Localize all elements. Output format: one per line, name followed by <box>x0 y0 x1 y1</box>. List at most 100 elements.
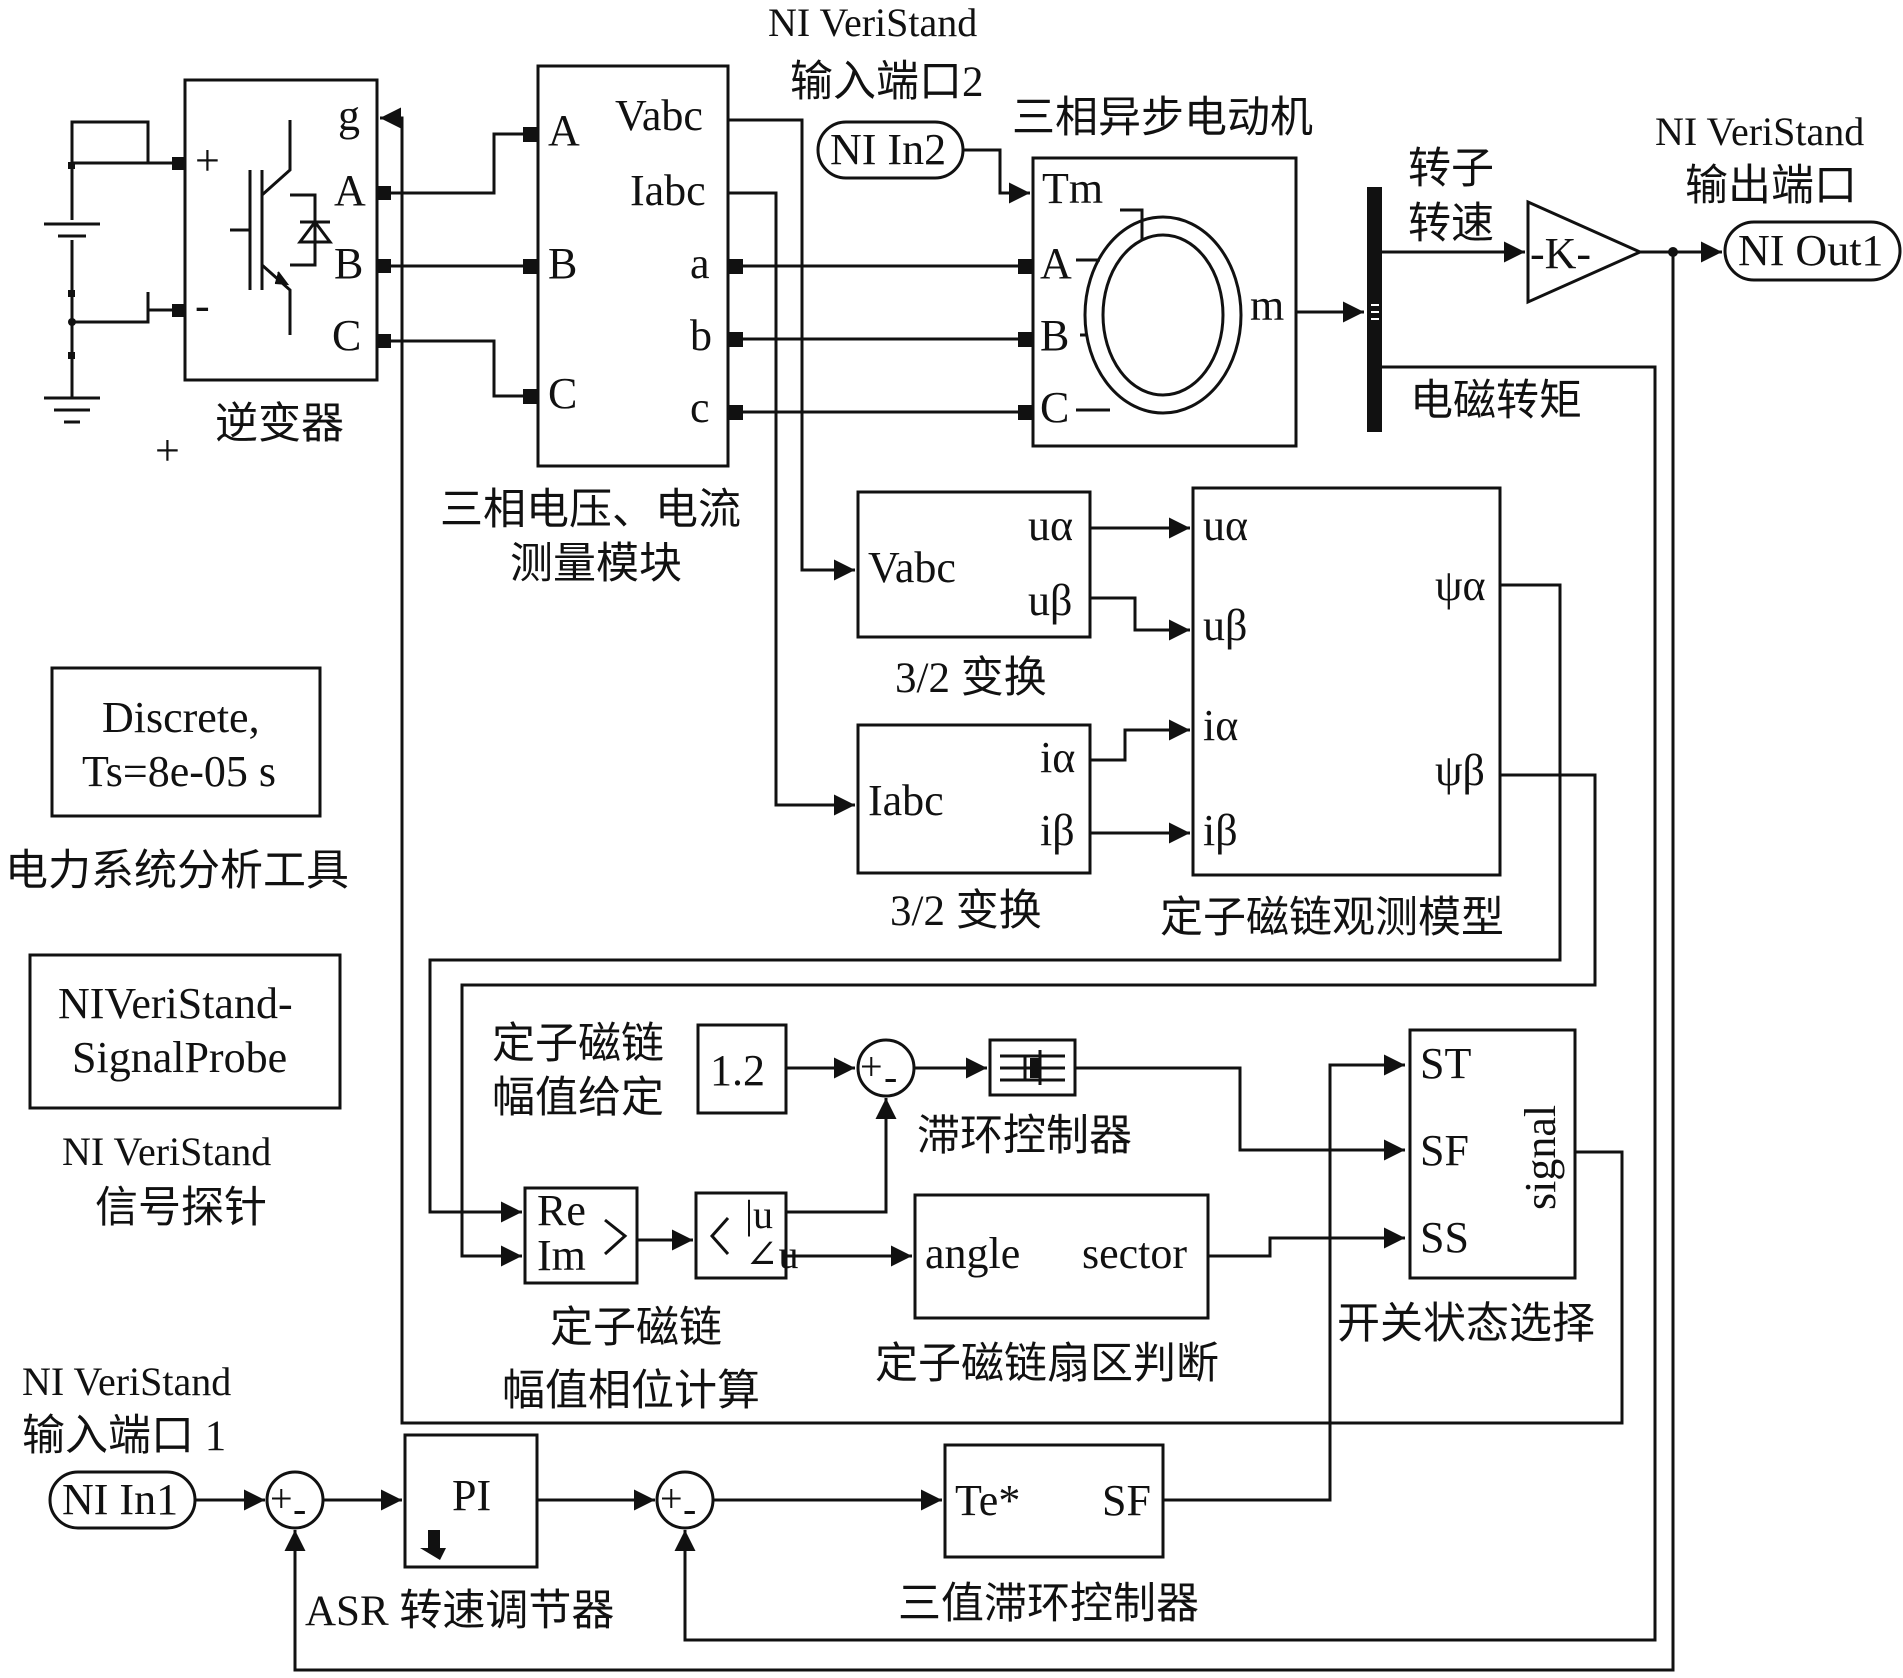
svg-text:C: C <box>548 369 577 418</box>
svg-text:Iabc: Iabc <box>630 166 706 215</box>
induction-motor-block[interactable]: Tm A B C m <box>1018 156 1298 448</box>
svg-text:C: C <box>1040 383 1069 432</box>
svg-text:ψα: ψα <box>1435 561 1486 610</box>
vi-measurement-block[interactable]: A B C Vabc Iabc a b c 三相电压、电流 测量模块 <box>440 64 743 588</box>
svg-text:uα: uα <box>1028 501 1073 550</box>
svg-text:iβ: iβ <box>1040 806 1075 855</box>
svg-text:|u: |u <box>745 1192 773 1237</box>
hysteresis-label: 滞环控制器 <box>917 1113 1132 1160</box>
svg-text:signal: signal <box>1516 1105 1565 1210</box>
inverter-block[interactable]: + - g A B C 逆变器 <box>172 78 391 448</box>
switch-label: 开关状态选择 <box>1337 1301 1595 1348</box>
svg-text:+: + <box>270 1476 293 1521</box>
svg-text:NI Out1: NI Out1 <box>1738 226 1883 275</box>
ni-out1-terminator[interactable]: NI Out1 <box>1723 220 1902 282</box>
svg-text:ψβ: ψβ <box>1435 746 1485 795</box>
sector-label: 定子磁链扇区判断 <box>875 1340 1219 1388</box>
flux-error-sum: + - <box>856 1038 916 1099</box>
svg-text:1.2: 1.2 <box>710 1046 765 1095</box>
svg-text:B: B <box>334 239 363 288</box>
svg-text:Re: Re <box>537 1186 586 1235</box>
svg-text:iα: iα <box>1040 733 1075 782</box>
svg-text:定子磁链观测模型: 定子磁链观测模型 <box>1160 894 1504 942</box>
flux-ref-label-1: 定子磁链 <box>492 1020 664 1068</box>
svg-text:Ts=8e-05 s: Ts=8e-05 s <box>82 747 276 796</box>
clarke-voltage-block[interactable]: Vabc uα uβ 3/2 变换 <box>856 490 1092 702</box>
bus-demux <box>1367 187 1382 432</box>
sector-block[interactable]: angle sector <box>913 1193 1210 1320</box>
clarke-current-block[interactable]: Iabc iα iβ 3/2 变换 <box>856 723 1092 935</box>
svg-text:Im: Im <box>537 1231 586 1280</box>
svg-text:-: - <box>195 281 210 330</box>
svg-text:+: + <box>195 136 220 185</box>
inverter-to-meas-wires <box>391 132 523 398</box>
rotor-speed-label-2: 转速 <box>1408 201 1494 248</box>
svg-text:Tm: Tm <box>1042 164 1103 213</box>
svg-text:iα: iα <box>1203 701 1238 750</box>
hysteresis-block[interactable] <box>988 1038 1077 1097</box>
ni-out-title-2: 输出端口 <box>1685 163 1857 210</box>
svg-text:Vabc: Vabc <box>615 91 703 140</box>
gain-block[interactable]: -K- <box>1526 199 1644 305</box>
svg-text:SS: SS <box>1420 1213 1469 1262</box>
complex-to-polar-block[interactable]: |u ∠u <box>694 1191 799 1280</box>
probe-label-2: 信号探针 <box>95 1185 267 1232</box>
ni-in1-title-2: 输入端口 1 <box>22 1413 226 1460</box>
svg-text:a: a <box>690 239 710 288</box>
powergui-label: 电力系统分析工具 <box>5 848 349 895</box>
ni-in1-terminator[interactable]: NI In1 <box>48 1470 197 1530</box>
signal-probe-block[interactable]: NIVeriStand- SignalProbe <box>28 953 342 1110</box>
pi-controller-block[interactable]: PI <box>403 1433 539 1569</box>
em-torque-label: 电磁转矩 <box>1410 378 1582 425</box>
flux-ref-constant[interactable]: 1.2 <box>696 1023 788 1115</box>
ni-in2-title-1: NI VeriStand <box>768 0 977 45</box>
pi-label: ASR 转速调节器 <box>305 1588 614 1635</box>
svg-text:A: A <box>548 106 580 155</box>
rotor-speed-label-1: 转子 <box>1408 146 1494 193</box>
svg-text:测量模块: 测量模块 <box>510 541 682 588</box>
svg-text:NI In2: NI In2 <box>830 125 946 174</box>
powergui-block[interactable]: Discrete, Ts=8e-05 s <box>50 666 322 818</box>
svg-text:NIVeriStand-: NIVeriStand- <box>58 979 293 1028</box>
svg-text:-: - <box>884 1054 897 1099</box>
svg-text:angle: angle <box>925 1229 1020 1278</box>
motor-title: 三相异步电动机 <box>1012 95 1313 142</box>
torque-error-sum: + - <box>655 1470 715 1531</box>
svg-text:SF: SF <box>1420 1126 1469 1175</box>
svg-text:A: A <box>334 166 366 215</box>
svg-text:3/2 变换: 3/2 变换 <box>895 654 1047 702</box>
ni-in2-terminator[interactable]: NI In2 <box>816 120 965 180</box>
svg-text:c: c <box>690 383 710 432</box>
svg-text:SF: SF <box>1102 1476 1151 1525</box>
svg-text:ST: ST <box>1420 1039 1471 1088</box>
svg-text:g: g <box>338 91 360 140</box>
ni-in2-title-2: 输入端口2 <box>790 59 984 106</box>
svg-text:uα: uα <box>1203 501 1248 550</box>
svg-text:+: + <box>660 1476 683 1521</box>
svg-text:PI: PI <box>452 1471 491 1520</box>
svg-text:uβ: uβ <box>1203 601 1247 650</box>
flux-observer-block[interactable]: uα uβ iα iβ ψα ψβ 定子磁链观测模型 <box>1160 486 1504 942</box>
svg-text:3/2 变换: 3/2 变换 <box>890 887 1042 935</box>
svg-text:C: C <box>332 311 361 360</box>
dc-source <box>44 120 180 424</box>
stray-plus: + <box>155 426 180 475</box>
reim-to-complex-block[interactable]: Re Im <box>523 1186 639 1285</box>
svg-text:Discrete,: Discrete, <box>102 693 260 742</box>
probe-label-1: NI VeriStand <box>62 1129 271 1174</box>
svg-text:-: - <box>683 1486 696 1531</box>
svg-text:+: + <box>860 1044 883 1089</box>
inverter-label: 逆变器 <box>215 400 344 448</box>
svg-text:NI In1: NI In1 <box>62 1475 178 1524</box>
meas-to-motor-wires <box>743 264 1018 414</box>
reim-label-1: 定子磁链 <box>550 1304 722 1352</box>
three-level-hysteresis-block[interactable]: Te* SF <box>943 1443 1165 1559</box>
svg-text:sector: sector <box>1082 1229 1187 1278</box>
svg-text:三相电压、电流: 三相电压、电流 <box>440 487 741 534</box>
svg-text:b: b <box>690 311 712 360</box>
switch-table-block[interactable]: ST SF SS signal <box>1408 1028 1577 1280</box>
ni-out-title-1: NI VeriStand <box>1655 109 1864 154</box>
svg-text:-: - <box>293 1486 306 1531</box>
svg-text:Vabc: Vabc <box>868 543 956 592</box>
